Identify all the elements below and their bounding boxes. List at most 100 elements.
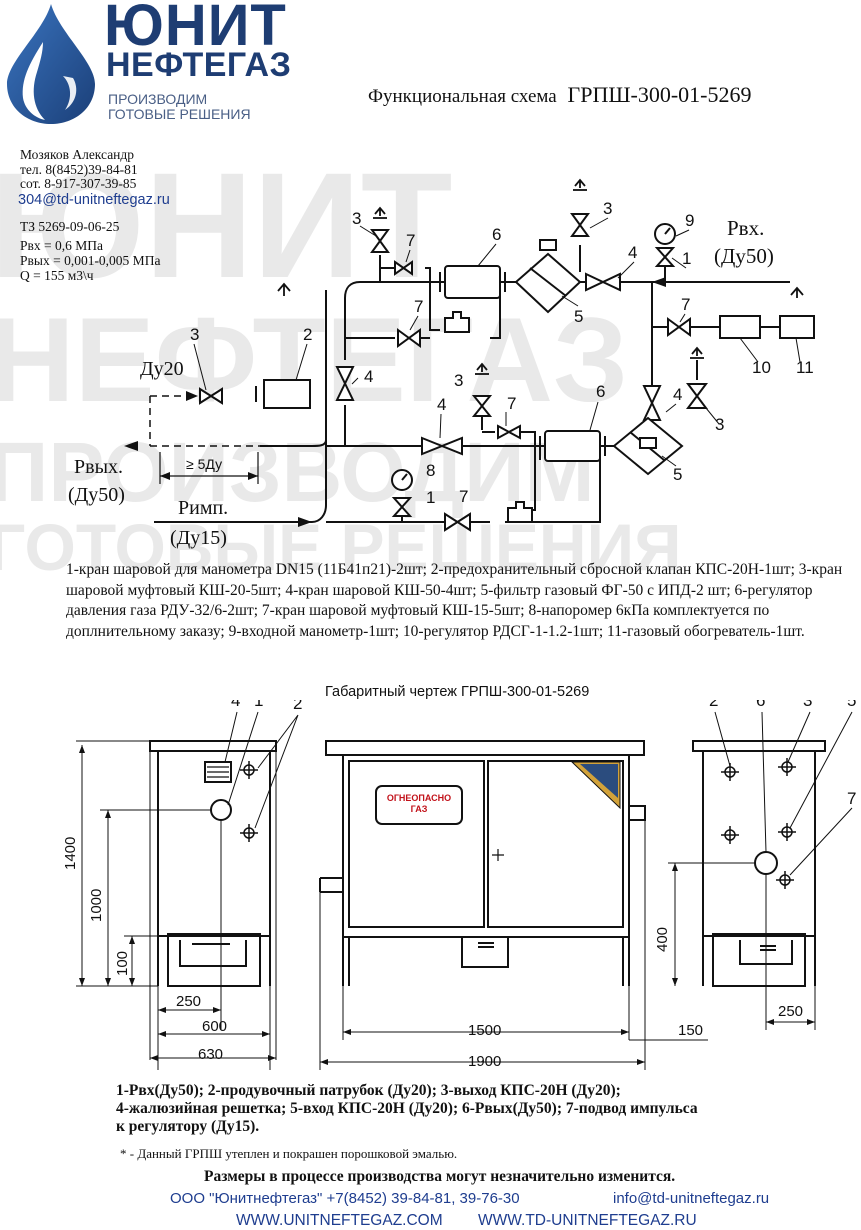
- footnote: * - Данный ГРПШ утеплен и покрашен порош…: [120, 1146, 458, 1161]
- spec-p-out: Pвых = 0,001-0,005 МПа: [20, 253, 161, 268]
- svg-text:4: 4: [437, 395, 446, 414]
- footer-company: ООО "Юнитнефтегаз" +7(8452) 39-84-81, 39…: [170, 1190, 520, 1207]
- dim-1400: 1400: [62, 836, 79, 870]
- svg-text:4: 4: [673, 385, 682, 404]
- svg-text:5: 5: [673, 465, 682, 484]
- side-view-left-roof: [149, 740, 277, 752]
- spec-tu: ТЗ 5269-09-06-25: [20, 219, 120, 234]
- label-dist: ≥ 5Ду: [186, 456, 223, 472]
- valve-4-lower-icon: [421, 436, 463, 456]
- dim-400: 400: [654, 926, 671, 952]
- warning-sign-text: ОГНЕОПАСНО ГАЗ: [376, 793, 462, 815]
- dim-600: 600: [202, 1018, 228, 1035]
- vent-icon-mid: [475, 362, 489, 375]
- vent-icon-11: [790, 286, 804, 298]
- dim-630: 630: [198, 1046, 224, 1063]
- footer-site-link-2[interactable]: WWW.TD-UNITNEFTEGAZ.RU: [478, 1212, 697, 1229]
- svg-text:2: 2: [709, 700, 718, 710]
- label-p-imp-du: (Ду15): [170, 527, 227, 549]
- relief-valve-2: [263, 379, 311, 409]
- svg-text:3: 3: [603, 199, 612, 218]
- page-title: Функциональная схема ГРПШ-300-01-5269: [368, 82, 752, 108]
- notes-line2: 4-жалюзийная решетка; 5-вход КПС-20Н (Ду…: [116, 1100, 698, 1117]
- label-p-in: Pвх.: [727, 216, 765, 240]
- regulator-6-lower: [544, 430, 601, 462]
- svg-text:7: 7: [847, 789, 856, 808]
- contact-block: Мозяков Александр тел. 8(8452)39-84-81 с…: [20, 147, 138, 192]
- dim-150: 150: [678, 1022, 704, 1039]
- dim-250-left: 250: [176, 993, 202, 1010]
- dim-100: 100: [114, 950, 131, 976]
- arrow-impulse-icon: [298, 517, 312, 527]
- spec-q: Q = 155 м3\ч: [20, 268, 94, 283]
- warning-sign-line1: ОГНЕОПАСНО: [386, 793, 452, 803]
- front-view-roof: [325, 740, 645, 756]
- label-du20: Ду20: [140, 358, 184, 380]
- louver-grille-icon: [204, 761, 232, 783]
- dimensional-title: Габаритный чертеж ГРПШ-300-01-5269: [325, 684, 590, 700]
- svg-text:3: 3: [352, 209, 361, 228]
- svg-text:4: 4: [231, 700, 240, 710]
- svg-text:7: 7: [414, 297, 423, 316]
- svg-text:4: 4: [628, 243, 637, 262]
- vent-icon-right: [690, 346, 704, 359]
- footer-site-link-1[interactable]: WWW.UNITNEFTEGAZ.COM: [236, 1212, 443, 1229]
- svg-text:9: 9: [685, 211, 694, 230]
- outlet-port-icon: [754, 851, 778, 875]
- arrow-outlet-icon: [124, 441, 138, 451]
- logo-tagline-2: ГОТОВЫЕ РЕШЕНИЯ: [108, 106, 251, 122]
- dim-1900: 1900: [468, 1053, 502, 1070]
- notes-line1: 1-Pвх(Ду50); 2-продувочный патрубок (Ду2…: [116, 1082, 621, 1099]
- svg-text:5: 5: [574, 307, 583, 326]
- svg-text:1: 1: [254, 700, 263, 710]
- contact-mobile: сот. 8-917-307-39-85: [20, 176, 137, 191]
- label-p-imp: Pимп.: [178, 497, 229, 519]
- side-view-right-body: [702, 750, 816, 937]
- svg-text:6: 6: [596, 382, 605, 401]
- dim-1000: 1000: [88, 888, 105, 922]
- specs-block: ТЗ 5269-09-06-25 Pвх = 0,6 МПа Pвых = 0,…: [20, 219, 160, 283]
- valve-4-upper-icon: [585, 272, 621, 292]
- logo-drop-icon: [7, 4, 95, 124]
- spec-p-in: Pвх = 0,6 МПа: [20, 238, 103, 253]
- logo-brand-line2: НЕФТЕГАЗ: [106, 46, 292, 84]
- footer-email-link[interactable]: info@td-unitneftegaz.ru: [613, 1190, 770, 1207]
- svg-text:3: 3: [454, 371, 463, 390]
- title-model: ГРПШ-300-01-5269: [567, 82, 752, 107]
- warning-sign: [375, 785, 463, 825]
- svg-text:3: 3: [803, 700, 812, 710]
- logo-brand-line1: ЮНИТ: [104, 0, 287, 58]
- arrow-du20-icon: [186, 391, 198, 401]
- svg-text:10: 10: [752, 358, 771, 377]
- svg-text:6: 6: [756, 700, 765, 710]
- svg-text:5: 5: [847, 700, 856, 710]
- dim-1500: 1500: [468, 1022, 502, 1039]
- svg-text:3: 3: [190, 325, 199, 344]
- svg-text:11: 11: [796, 358, 814, 377]
- svg-text:1: 1: [682, 249, 691, 268]
- svg-text:4: 4: [364, 367, 373, 386]
- vent-icon-top-right: [573, 178, 587, 191]
- notes-line3: к регулятору (Ду15).: [116, 1118, 260, 1135]
- warning-sign-line2: ГАЗ: [410, 804, 428, 814]
- svg-text:7: 7: [681, 295, 690, 314]
- title-text: Функциональная схема: [368, 86, 557, 107]
- inlet-port-icon: [210, 799, 232, 821]
- contact-email-link[interactable]: 304@td-unitneftegaz.ru: [18, 192, 170, 208]
- svg-text:1: 1: [426, 488, 435, 507]
- port-2-icon: [240, 761, 258, 779]
- legend-text: 1-кран шаровой для манометра DN15 (11Б41…: [66, 561, 843, 640]
- label-p-in-du: (Ду50): [714, 244, 774, 268]
- notes-block: 1-Pвх(Ду50); 2-продувочный патрубок (Ду2…: [116, 1082, 856, 1136]
- svg-text:7: 7: [406, 231, 415, 250]
- front-view-body: [342, 754, 630, 938]
- arrow-inlet-icon: [652, 277, 666, 287]
- svg-text:2: 2: [293, 700, 302, 713]
- vent-icon-top-left: [373, 206, 387, 219]
- svg-text:6: 6: [492, 225, 501, 244]
- contact-phone: тел. 8(8452)39-84-81: [20, 161, 138, 177]
- valve-4-right-icon: [642, 385, 662, 421]
- valve-4-left-icon: [335, 366, 355, 401]
- logo-tagline-1: ПРОИЗВОДИМ: [108, 91, 208, 107]
- side-view-left-body: [157, 750, 271, 937]
